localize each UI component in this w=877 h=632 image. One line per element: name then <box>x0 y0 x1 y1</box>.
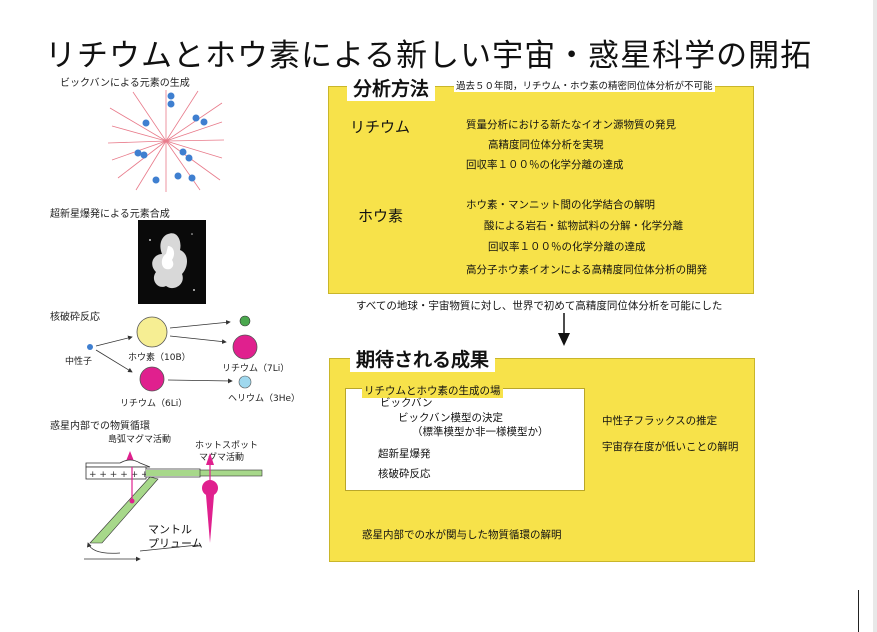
method-summary: すべての地球・宇宙物質に対し、世界で初めて高精度同位体分析を可能にした <box>356 300 723 312</box>
lithium6-sphere <box>139 366 165 392</box>
boron-label: ホウ素（10B） <box>128 353 191 363</box>
spallation-diagram <box>87 315 258 392</box>
method-heading: 分析方法 <box>347 74 436 101</box>
lithium-heading: リチウム <box>350 118 411 136</box>
lithium6-label: リチウム（6Li） <box>120 399 188 409</box>
supernova-image <box>138 220 206 304</box>
results-heading: 期待される成果 <box>350 345 496 372</box>
svg-text:+ + + + + + + + +: + + + + + + + + + <box>89 470 180 480</box>
origin-line-5: 核破砕反応 <box>378 468 431 480</box>
lithium-line-3: 回収率１００％の化学分離の達成 <box>466 159 624 171</box>
boron-line-3: 回収率１００％の化学分離の達成 <box>488 241 646 253</box>
result-bottom-line: 惑星内部での水が関与した物質循環の解明 <box>362 529 562 541</box>
lithium-line-2: 高精度同位体分析を実現 <box>488 139 604 151</box>
result-right-2: 宇宙存在度が低いことの解明 <box>602 441 739 453</box>
page-title: リチウムとホウ素による新しい宇宙・惑星科学の開拓 <box>45 38 813 74</box>
boron-heading: ホウ素 <box>358 207 404 225</box>
origin-line-3: （標準模型か非一様模型か） <box>412 426 549 438</box>
boron-line-2: 酸による岩石・鉱物試料の分解・化学分離 <box>484 220 684 232</box>
mantle-label-2: プリューム <box>148 537 203 550</box>
supernova-caption: 超新星爆発による元素合成 <box>50 209 170 220</box>
alpha-particle <box>239 315 251 327</box>
arc-magma-label: 島弧マグマ活動 <box>108 435 172 445</box>
boron-line-4: 高分子ホウ素イオンによる高精度同位体分析の開発 <box>466 264 708 276</box>
boron-sphere <box>136 316 168 348</box>
down-arrow-icon <box>558 313 570 346</box>
mantle-label-1: マントル <box>148 523 192 536</box>
helium-label: ヘリウム（3He） <box>228 394 301 404</box>
spallation-caption: 核破砕反応 <box>50 312 100 323</box>
origin-line-1: ビックバン <box>380 397 433 409</box>
scan-edge-mark <box>858 590 859 632</box>
neutron-label: 中性子 <box>65 357 93 367</box>
hotspot-label-1: ホットスポット <box>195 441 259 451</box>
lithium7-label: リチウム（7Li） <box>222 364 290 374</box>
neutron-dot <box>87 344 93 350</box>
hotspot-label-2: マグマ活動 <box>199 453 245 463</box>
method-note: 過去５０年間，リチウム・ホウ素の精密同位体分析が不可能 <box>454 78 715 92</box>
bigbang-caption: ビックバンによる元素の生成 <box>60 78 190 89</box>
mantle-cycle-diagram: + + + + + + + + + <box>84 451 263 562</box>
bigbang-illustration <box>108 90 224 192</box>
result-right-1: 中性子フラックスの推定 <box>602 415 718 427</box>
origin-line-4: 超新星爆発 <box>378 448 431 460</box>
method-panel <box>328 86 754 294</box>
lithium-line-1: 質量分析における新たなイオン源物質の発見 <box>466 119 676 131</box>
boron-line-1: ホウ素・マンニット間の化学結合の解明 <box>466 199 655 211</box>
helium-sphere <box>238 375 252 389</box>
origin-line-2: ビックバン模型の決定 <box>398 412 503 424</box>
cycle-caption: 惑星内部での物質循環 <box>50 421 150 432</box>
origin-title: リチウムとホウ素の生成の場 <box>362 383 503 398</box>
scan-edge-right <box>873 0 877 632</box>
lithium7-sphere <box>232 334 258 360</box>
